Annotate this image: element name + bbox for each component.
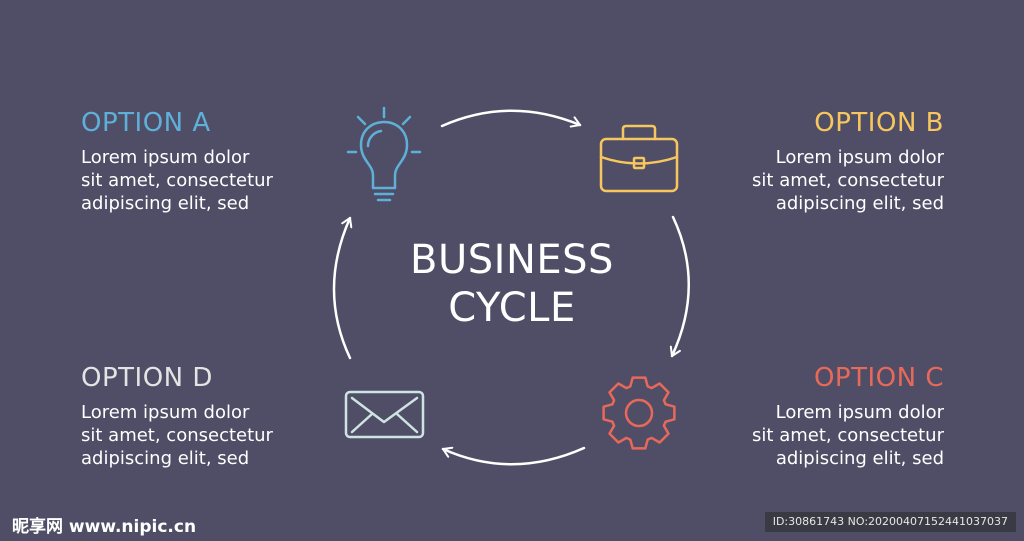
option-c-title: OPTION C [813,363,944,393]
option-b-title: OPTION B [814,108,944,138]
option-a-line-1: Lorem ipsum dolor [81,147,250,168]
arrow-top [440,109,582,128]
option-d-line-1: Lorem ipsum dolor [81,402,250,423]
watermark-logo: 昵享网 www.nipic.cn [12,517,197,537]
center-title: BUSINESS CYCLE [362,236,662,332]
center-title-line-2: CYCLE [448,285,576,331]
watermark-id: ID:30861743 NO:20200407152441037037 [764,512,1016,532]
option-d-text: Lorem ipsum dolor sit amet, consectetur … [81,401,273,470]
option-a-line-3: adipiscing elit, sed [81,193,250,214]
option-c-text: Lorem ipsum dolor sit amet, consectetur … [752,401,944,470]
option-b-line-1: Lorem ipsum dolor [775,147,944,168]
option-d: OPTION D Lorem ipsum dolor sit amet, con… [81,363,273,470]
option-c: OPTION C Lorem ipsum dolor sit amet, con… [752,363,944,470]
arrow-right [669,215,690,358]
option-b: OPTION B Lorem ipsum dolor sit amet, con… [752,108,944,215]
option-a-text: Lorem ipsum dolor sit amet, consectetur … [81,146,273,215]
option-b-text: Lorem ipsum dolor sit amet, consectetur … [752,146,944,215]
gear-icon [602,376,676,450]
arrow-bottom [441,446,586,466]
briefcase-icon [599,124,679,193]
option-a-line-2: sit amet, consectetur [81,170,273,191]
option-b-line-2: sit amet, consectetur [752,170,944,191]
lightbulb-icon [346,106,422,202]
option-d-line-3: adipiscing elit, sed [81,448,250,469]
option-c-line-3: adipiscing elit, sed [775,448,944,469]
center-title-line-1: BUSINESS [410,237,614,283]
arrow-left [332,216,353,360]
option-c-line-2: sit amet, consectetur [752,425,944,446]
option-c-line-1: Lorem ipsum dolor [775,402,944,423]
option-d-title: OPTION D [81,363,213,393]
envelope-icon [344,390,425,439]
option-d-line-2: sit amet, consectetur [81,425,273,446]
option-a: OPTION A Lorem ipsum dolor sit amet, con… [81,108,273,215]
option-a-title: OPTION A [81,108,211,138]
option-b-line-3: adipiscing elit, sed [775,193,944,214]
